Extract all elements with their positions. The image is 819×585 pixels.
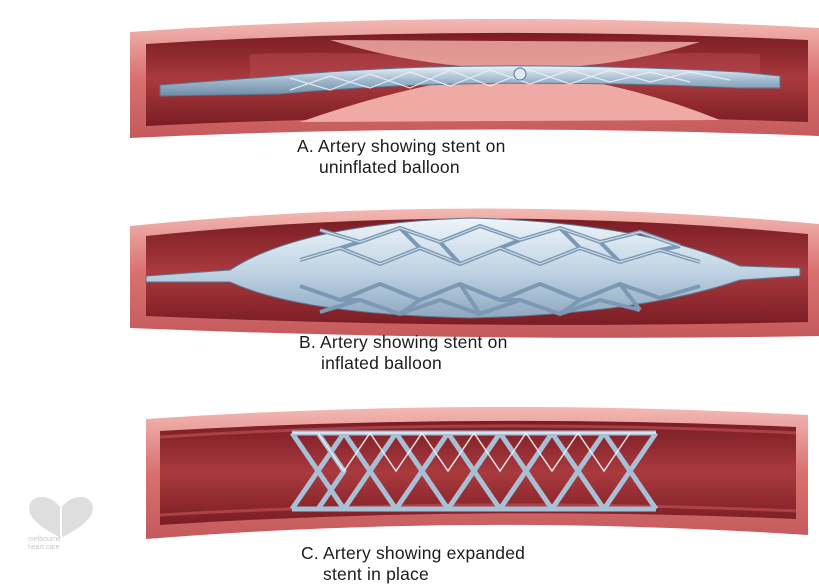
panel-c: C. Artery showing expanded stent in plac… (0, 393, 819, 543)
caption-b: B. Artery showing stent on inflated ball… (299, 332, 508, 374)
caption-a-line1: Artery showing stent on (318, 136, 505, 156)
artery-a-illustration (0, 10, 819, 140)
artery-b-illustration (0, 190, 819, 340)
caption-c-line2: stent in place (301, 564, 525, 585)
caption-a: A. Artery showing stent on uninflated ba… (297, 136, 506, 178)
caption-c-line1: Artery showing expanded (323, 543, 525, 563)
caption-b-letter: B. (299, 332, 316, 352)
artery-c-illustration (0, 393, 819, 543)
caption-a-letter: A. (297, 136, 314, 156)
panel-b: B. Artery showing stent on inflated ball… (0, 190, 819, 340)
caption-c-letter: C. (301, 543, 319, 563)
caption-b-line2: inflated balloon (299, 353, 508, 374)
caption-b-line1: Artery showing stent on (320, 332, 507, 352)
caption-a-line2: uninflated balloon (297, 157, 506, 178)
caption-c: C. Artery showing expanded stent in plac… (301, 543, 525, 585)
logo-text-line1: melbourne (28, 536, 98, 544)
panel-a: A. Artery showing stent on uninflated ba… (0, 10, 819, 140)
logo-text-line2: heart care (28, 544, 98, 552)
logo-text: melbourne heart care (28, 536, 98, 552)
